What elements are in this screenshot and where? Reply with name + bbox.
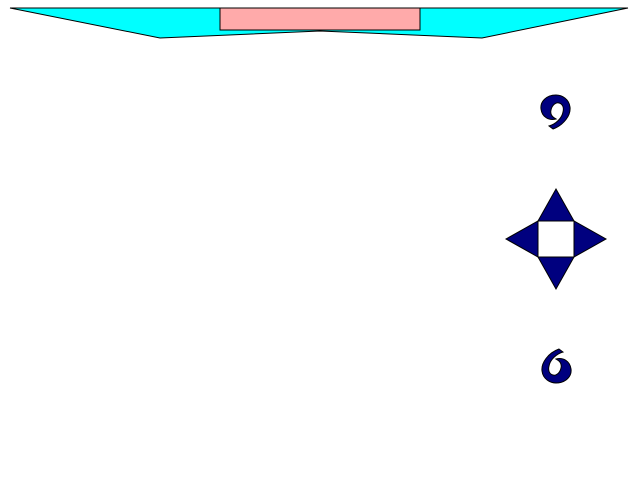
arrow-down-icon: [537, 256, 575, 291]
top-bar: [9, 7, 629, 39]
four-way-move-icon: [537, 220, 575, 258]
rotate-clockwise-icon: [540, 94, 571, 130]
rotate-counterclockwise-button[interactable]: [541, 348, 572, 384]
arrow-right-icon: [573, 220, 608, 258]
top-bar-tab-button[interactable]: [219, 7, 421, 31]
rotate-clockwise-button[interactable]: [540, 94, 571, 130]
arrow-left-icon: [504, 220, 539, 258]
arrow-up-icon: [537, 187, 575, 222]
rotate-counterclockwise-icon: [541, 348, 572, 384]
move-button[interactable]: [504, 187, 608, 291]
